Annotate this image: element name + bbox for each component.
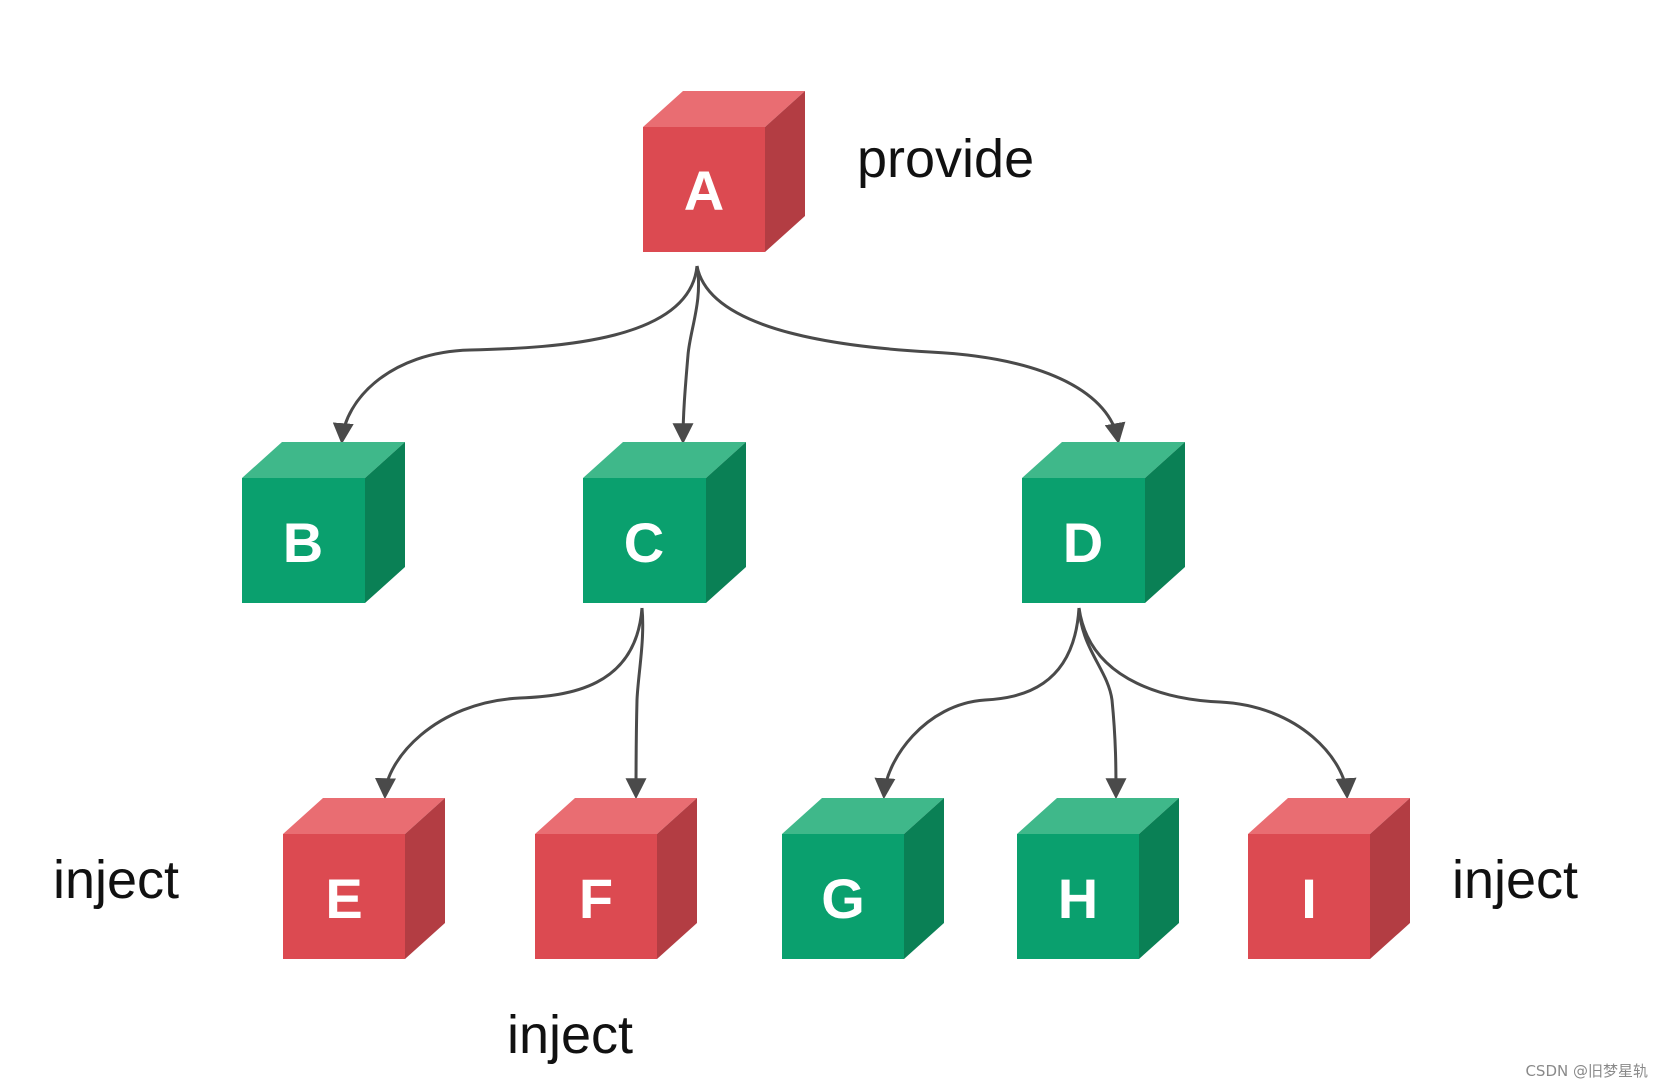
cube-top-face — [535, 798, 697, 834]
cube-side-face — [1145, 442, 1185, 603]
node-label: A — [684, 159, 724, 222]
cube-top-face — [1022, 442, 1185, 478]
annotation-inject-i: inject — [1452, 850, 1578, 910]
edge-d-g — [874, 607, 1081, 800]
node-b: B — [242, 442, 405, 603]
cube-top-face — [643, 91, 805, 127]
cube-top-face — [782, 798, 944, 834]
node-label: G — [821, 867, 865, 930]
node-label: D — [1063, 511, 1103, 574]
node-d: D — [1022, 442, 1185, 603]
node-label: C — [624, 511, 664, 574]
node-g: G — [782, 798, 944, 959]
edge-a-c — [672, 265, 701, 445]
node-e: E — [283, 798, 445, 959]
node-label: B — [283, 511, 323, 574]
annotation-inject-f: inject — [507, 1005, 633, 1065]
node-label: H — [1058, 867, 1098, 930]
node-i: I — [1248, 798, 1410, 959]
edge-a-d — [695, 265, 1126, 445]
node-label: F — [579, 867, 613, 930]
edge-c-e — [375, 607, 644, 800]
cube-side-face — [365, 442, 405, 603]
cube-top-face — [283, 798, 445, 834]
annotation-inject-e: inject — [53, 850, 179, 910]
cube-side-face — [706, 442, 746, 603]
cube-front-face — [1248, 834, 1370, 959]
cube-side-face — [765, 91, 805, 252]
cube-front-face — [583, 478, 706, 603]
watermark: CSDN @旧梦星轨 — [1525, 1062, 1648, 1080]
cube-front-face — [1022, 478, 1145, 603]
node-a: A — [643, 91, 805, 252]
cube-side-face — [405, 798, 445, 959]
node-f: F — [535, 798, 697, 959]
cube-front-face — [643, 127, 765, 252]
edges-layer — [332, 265, 1357, 800]
cube-side-face — [657, 798, 697, 959]
cube-front-face — [242, 478, 365, 603]
cube-front-face — [782, 834, 904, 959]
annotation-provide-a: provide — [857, 129, 1034, 189]
node-label: I — [1301, 867, 1317, 930]
cube-side-face — [1139, 798, 1179, 959]
edge-d-i — [1077, 607, 1357, 800]
edge-a-b — [332, 265, 699, 445]
node-label: E — [325, 867, 362, 930]
cube-top-face — [1017, 798, 1179, 834]
cube-top-face — [242, 442, 405, 478]
edge-c-f — [625, 607, 647, 800]
cube-front-face — [535, 834, 657, 959]
cube-top-face — [1248, 798, 1410, 834]
node-h: H — [1017, 798, 1179, 959]
cube-top-face — [583, 442, 746, 478]
cube-side-face — [904, 798, 944, 959]
cube-side-face — [1370, 798, 1410, 959]
edge-d-h — [1077, 607, 1127, 800]
cube-front-face — [1017, 834, 1139, 959]
node-c: C — [583, 442, 746, 603]
cube-front-face — [283, 834, 405, 959]
